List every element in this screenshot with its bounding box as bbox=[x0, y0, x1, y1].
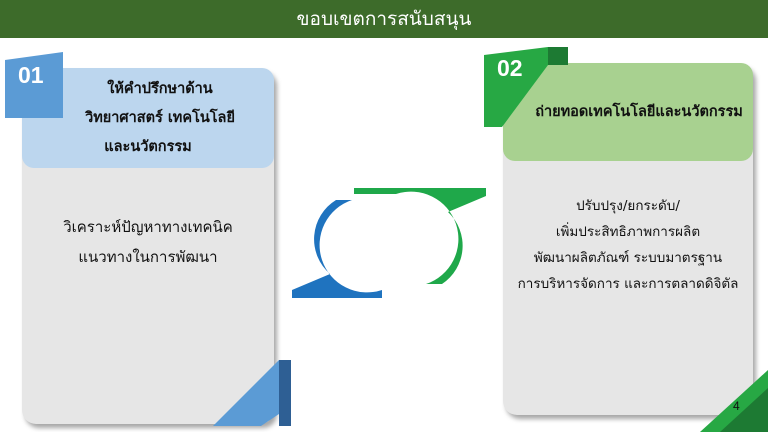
organization-logo-icon bbox=[292, 188, 486, 298]
number-tab-02: 02 bbox=[484, 47, 568, 127]
corner-fold-icon bbox=[213, 360, 291, 426]
body-line: พัฒนาผลิตภัณฑ์ ระบบมาตรฐาน bbox=[533, 250, 723, 266]
body-line: วิเคราะห์ปัญหาทางเทคนิค bbox=[63, 218, 233, 236]
card-consulting-body: วิเคราะห์ปัญหาทางเทคนิค แนวทางในการพัฒนา bbox=[22, 212, 274, 272]
card-consulting-heading: ให้คำปรึกษาด้าน วิทยาศาสตร์ เทคโนโลยี แล… bbox=[22, 68, 274, 168]
corner-fold-icon bbox=[700, 370, 768, 432]
body-line: ปรับปรุง/ยกระดับ/ bbox=[576, 198, 680, 214]
card-number: 02 bbox=[497, 55, 523, 81]
body-line: เพิ่มประสิทธิภาพการผลิต bbox=[555, 224, 701, 240]
body-line: แนวทางในการพัฒนา bbox=[78, 248, 218, 266]
heading-line: และนวัตกรรม bbox=[104, 138, 192, 155]
card-technology-transfer-body: ปรับปรุง/ยกระดับ/ เพิ่มประสิทธิภาพการผลิ… bbox=[503, 193, 753, 297]
body-line: การบริหารจัดการ และการตลาดดิจิตัล bbox=[517, 276, 739, 292]
title-bar: ขอบเขตการสนับสนุน bbox=[0, 0, 768, 38]
card-number: 01 bbox=[18, 62, 44, 88]
number-tab-01: 01 bbox=[5, 52, 71, 136]
heading-line: ให้คำปรึกษาด้าน bbox=[107, 80, 213, 97]
heading-line: ถ่ายทอดเทคโนโลยีและนวัตกรรม bbox=[535, 103, 743, 120]
page-title: ขอบเขตการสนับสนุน bbox=[296, 8, 472, 30]
card-technology-transfer-heading: ถ่ายทอดเทคโนโลยีและนวัตกรรม bbox=[503, 63, 753, 161]
tab-shape-icon bbox=[484, 47, 568, 127]
heading-line: วิทยาศาสตร์ เทคโนโลยี bbox=[85, 109, 235, 126]
page-number: 4 bbox=[733, 399, 740, 413]
